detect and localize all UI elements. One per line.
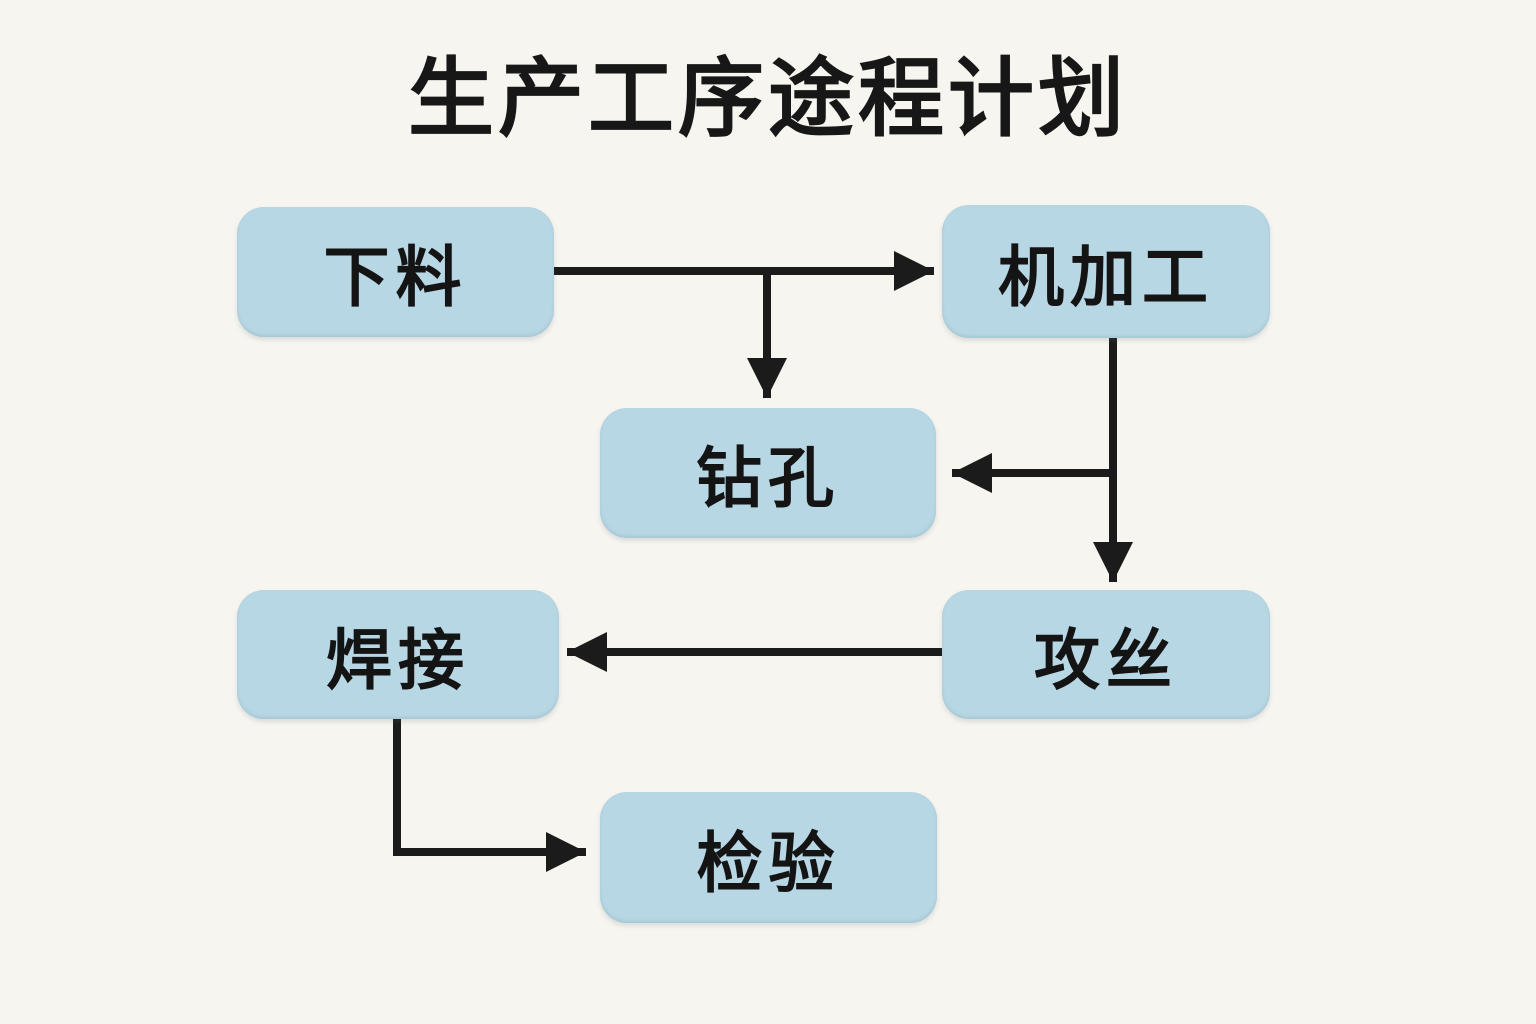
arrow-hanjie-to-jianyan <box>393 715 586 872</box>
process-box-jijiagong: 机加工 <box>942 205 1270 338</box>
process-box-xialiao: 下料 <box>237 207 554 337</box>
process-label: 下料 <box>323 240 468 314</box>
process-label: 焊接 <box>326 622 470 697</box>
process-label: 攻丝 <box>1034 622 1178 697</box>
process-label: 检验 <box>696 825 841 900</box>
process-box-gongsi: 攻丝 <box>942 590 1270 719</box>
page-title: 生产工序途程计划 <box>408 51 1128 147</box>
process-box-zuankong: 钻孔 <box>600 408 936 538</box>
process-box-jianyan: 检验 <box>600 792 937 923</box>
process-label: 钻孔 <box>696 441 840 515</box>
process-label: 机加工 <box>998 239 1214 314</box>
process-box-hanjie: 焊接 <box>237 590 559 719</box>
